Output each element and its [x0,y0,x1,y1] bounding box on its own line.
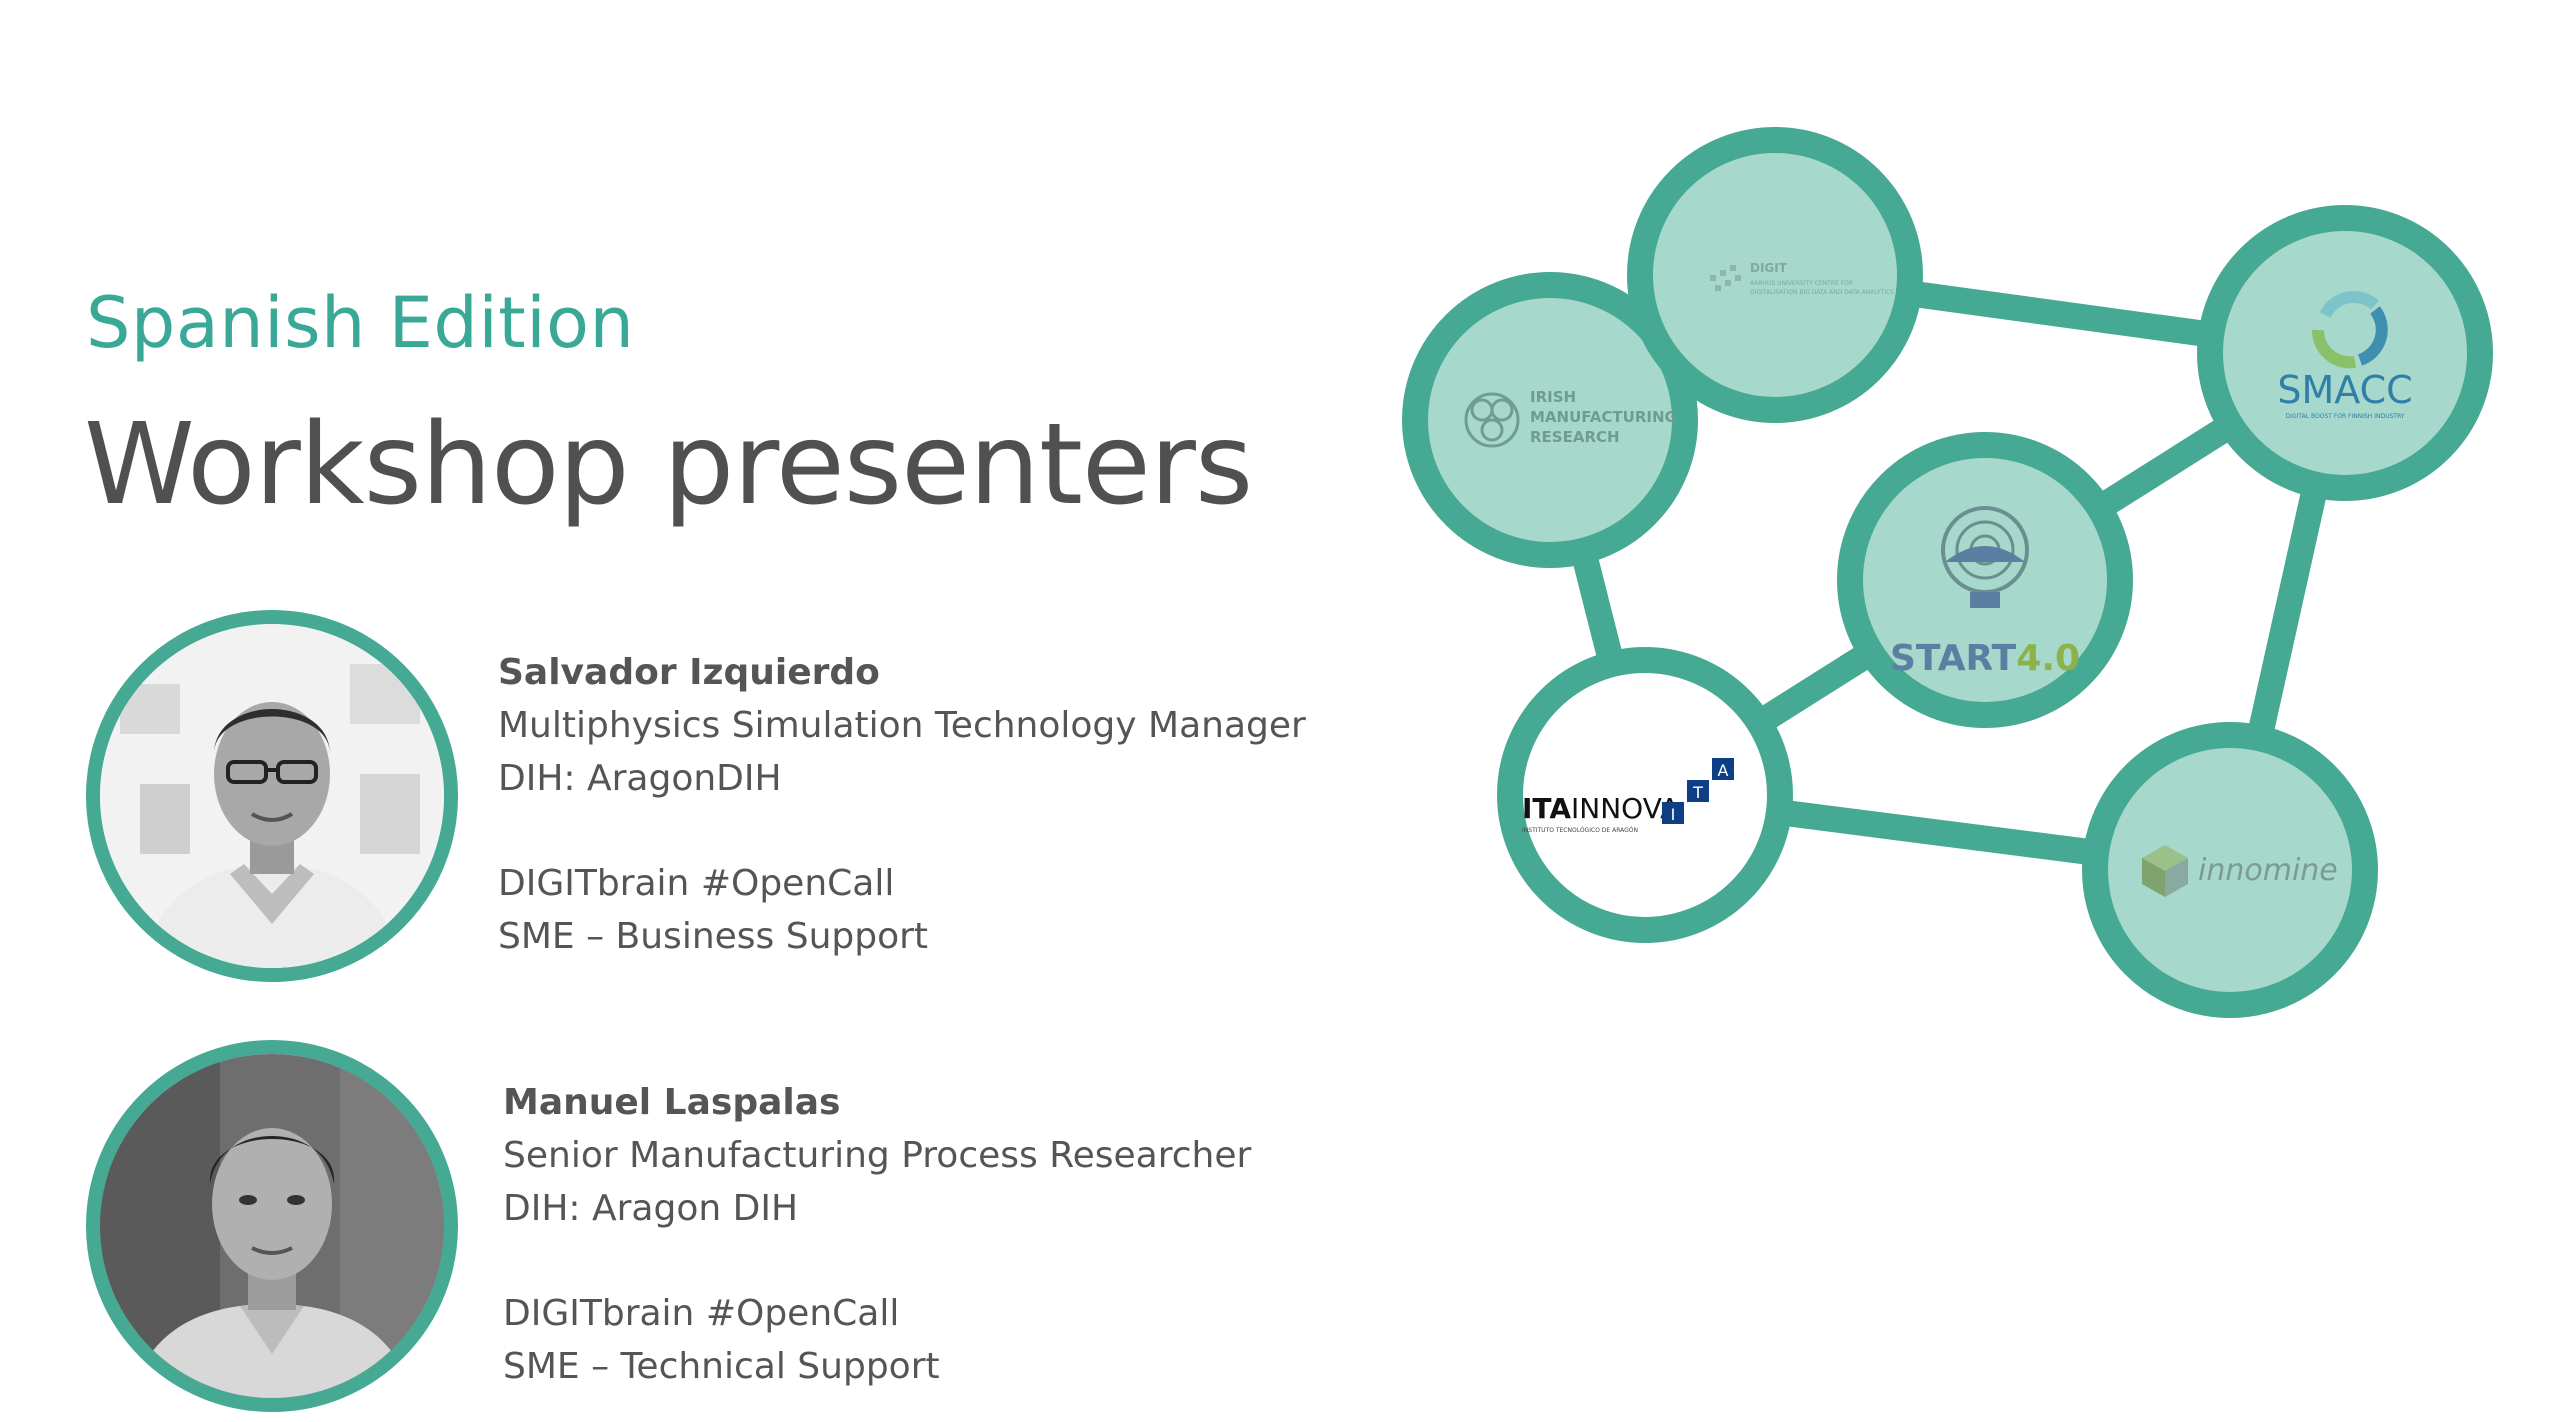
ita-wordmark: ITAINNOVA [1522,792,1679,825]
slide-subtitle: Spanish Edition [86,282,635,364]
digit-tagline1: AARHUS UNIVERSITY CENTRE FOR [1750,280,1853,287]
presenter-support: SME – Technical Support [503,1346,940,1387]
irish-line2: MANUFACTURING [1530,408,1677,426]
svg-text:T: T [1692,783,1703,802]
svg-text:I: I [1671,805,1676,824]
network-node-irish: IRISH MANUFACTURING RESEARCH [1402,272,1698,568]
smacc-name: SMACC [2277,368,2412,412]
network-node-digit: DIGIT AARHUS UNIVERSITY CENTRE FOR DIGIT… [1627,127,1923,423]
presenter-info-manuel: Manuel Laspalas Senior Manufacturing Pro… [503,1076,1251,1393]
network-node-innomine: innomine [2082,722,2378,1018]
start-wordmark: START4.0 [1890,638,2080,679]
irish-line3: RESEARCH [1530,428,1620,446]
presenter-dih: DIH: Aragon DIH [503,1188,799,1229]
smacc-tagline: DIGITAL BOOST FOR FINNISH INDUSTRY [2286,413,2405,420]
presenter-program: DIGITbrain #OpenCall [503,1293,900,1334]
slide-title: Workshop presenters [84,400,1253,530]
presenter-photo-salvador [86,610,458,982]
irish-line1: IRISH [1530,388,1576,406]
presenter-role: Senior Manufacturing Process Researcher [503,1135,1252,1176]
lightbulb-icon [1941,506,2029,608]
network-node-ita: ITAINNOVA INSTITUTO TECNOLÓGICO DE ARAGÓ… [1497,647,1793,943]
presenter-photo-manuel [86,1040,458,1412]
svg-text:A: A [1718,761,1729,780]
portrait-illustration [100,1054,444,1398]
presenter-support: SME – Business Support [498,916,929,957]
presenter-name: Salvador Izquierdo [498,652,880,693]
irish-logo-icon [1464,392,1520,448]
smacc-logo-icon [2311,290,2388,369]
digit-tagline2: DIGITALISATION BIG DATA AND DATA ANALYTI… [1750,289,1894,296]
presenter-program: DIGITbrain #OpenCall [498,863,895,904]
presenter-info-salvador: Salvador Izquierdo Multiphysics Simulati… [498,646,1306,963]
innomine-cube-icon [2142,845,2188,897]
presenter-name: Manuel Laspalas [503,1082,841,1123]
digit-name: DIGIT [1750,261,1788,275]
portrait-illustration [100,624,444,968]
ita-tagline: INSTITUTO TECNOLÓGICO DE ARAGÓN [1522,827,1638,834]
digit-logo-icon [1710,265,1741,291]
innomine-name: innomine [2198,853,2338,888]
ita-blocks-icon: I T A [1662,758,1734,824]
network-node-smacc: SMACC DIGITAL BOOST FOR FINNISH INDUSTRY [2197,205,2493,501]
presenter-role: Multiphysics Simulation Technology Manag… [498,705,1306,746]
presenter-dih: DIH: AragonDIH [498,758,782,799]
network-node-start: START4.0 [1837,432,2133,728]
dih-network-diagram: IRISH MANUFACTURING RESEARCH DIGIT AARHU… [1402,127,2493,1018]
